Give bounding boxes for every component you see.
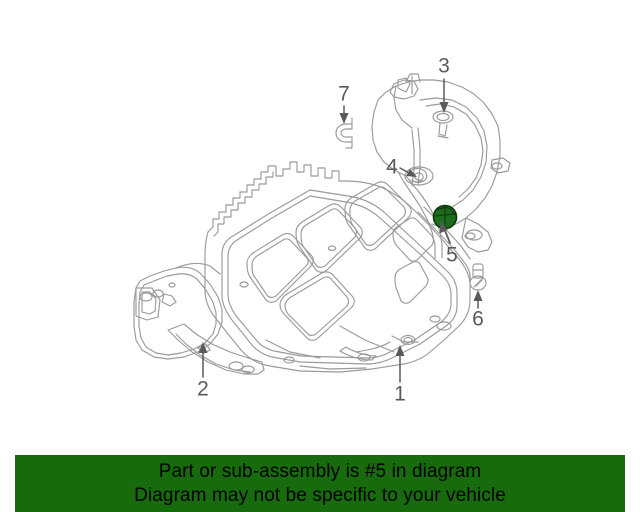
callout-arrow-2 <box>198 342 208 378</box>
notice-banner: Part or sub-assembly is #5 in diagram Di… <box>15 455 625 512</box>
callout-arrow-5 <box>439 221 451 244</box>
callout-arrow-1 <box>395 345 405 383</box>
left-side-splash-shield <box>133 262 265 375</box>
upper-right-deflector-panel <box>371 73 511 259</box>
highlighted-part-5-clip[interactable] <box>432 204 458 230</box>
callout-number-3: 3 <box>438 55 450 78</box>
callout-arrow-3 <box>439 78 449 113</box>
callout-number-7: 7 <box>338 83 350 106</box>
callout-number-4: 4 <box>386 156 398 179</box>
callout-arrow-4 <box>399 167 417 177</box>
retainer-clip-grommet-part4 <box>404 166 434 186</box>
callout-number-1: 1 <box>394 383 406 406</box>
panel-cutouts <box>246 181 435 341</box>
main-under-cover-panel <box>204 161 471 373</box>
mounting-bolt-part6 <box>469 263 487 291</box>
engine-splash-shield-diagram: 1 2 3 4 5 6 7 <box>133 55 511 406</box>
notice-line-secondary: Diagram may not be specific to your vehi… <box>134 485 506 506</box>
callout-number-5: 5 <box>446 244 458 267</box>
callout-arrow-7 <box>339 105 349 124</box>
callout-number-2: 2 <box>197 378 209 401</box>
callout-arrows <box>198 78 483 383</box>
spring-clip-part7 <box>335 117 353 149</box>
callout-arrow-6 <box>473 290 483 309</box>
callout-number-6: 6 <box>472 308 484 331</box>
parts-diagram-canvas: 1 2 3 4 5 6 7 <box>133 55 511 406</box>
notice-line-primary: Part or sub-assembly is #5 in diagram <box>158 461 482 482</box>
